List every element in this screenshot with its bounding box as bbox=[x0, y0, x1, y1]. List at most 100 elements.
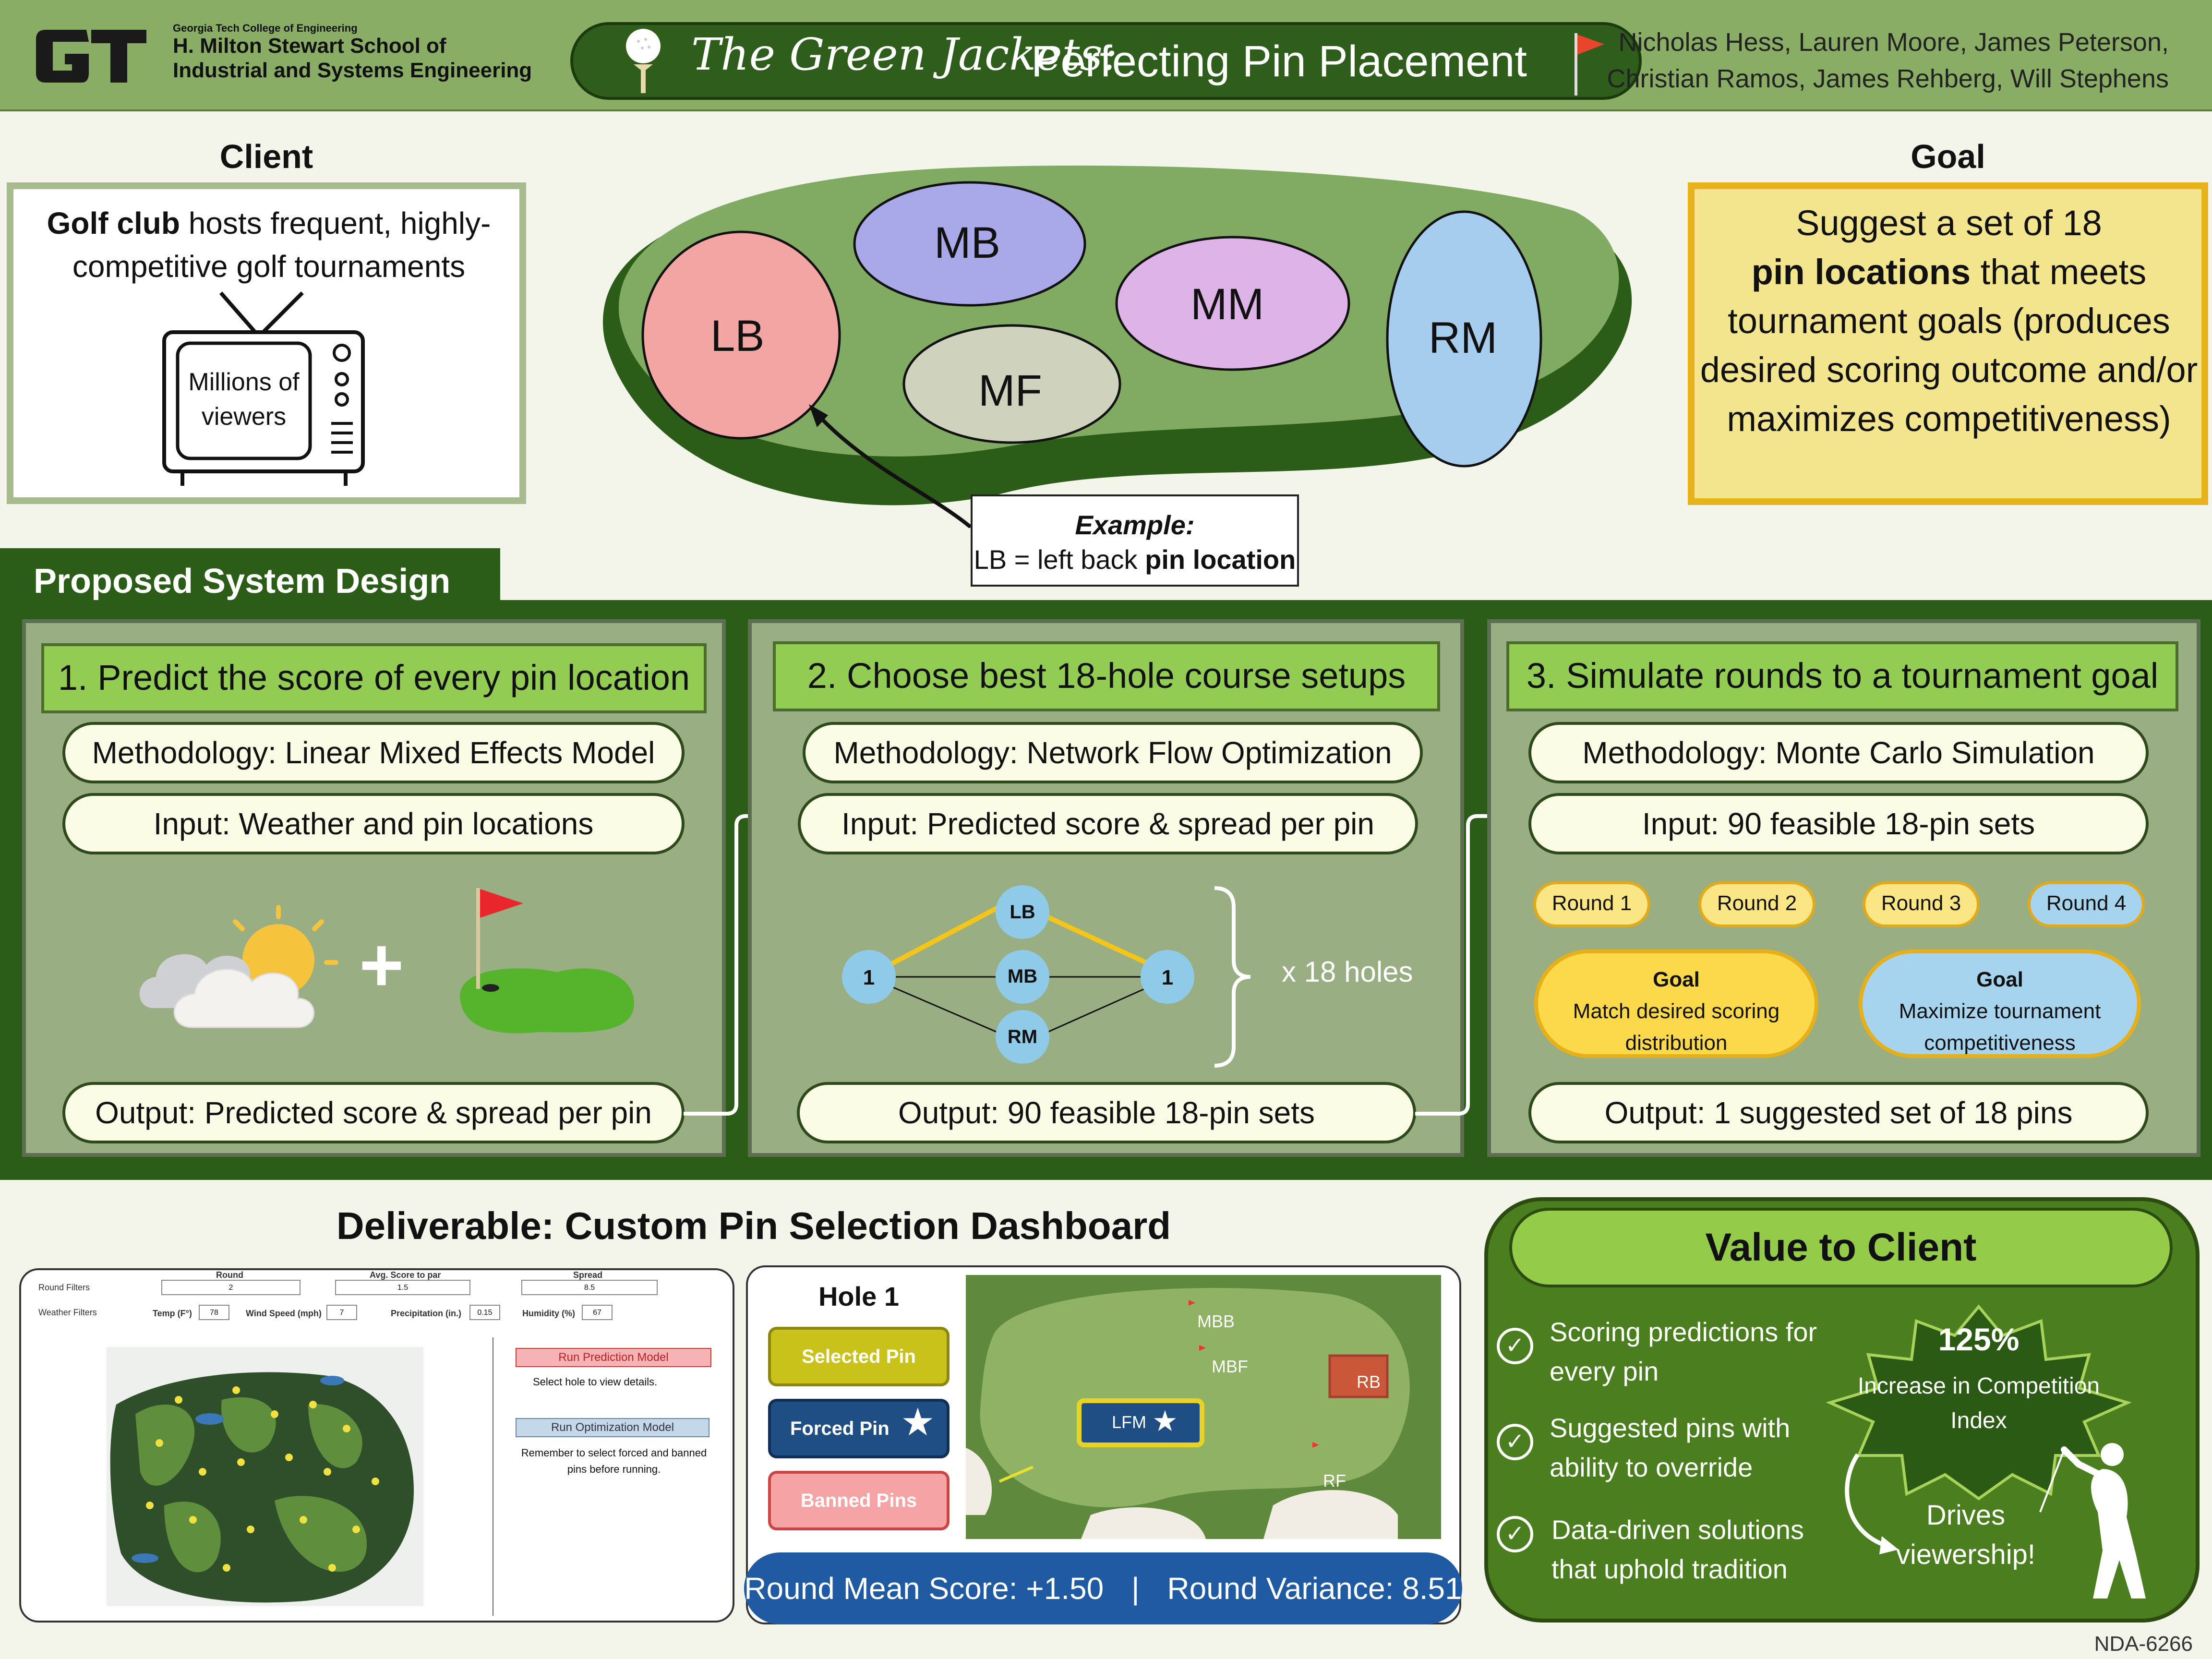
run-optimization-button[interactable]: Run Optimization Model bbox=[516, 1418, 709, 1437]
avg-score-select[interactable]: 1.5 bbox=[335, 1280, 470, 1295]
node-sink: 1 bbox=[1161, 966, 1174, 989]
deliverable-heading: Deliverable: Custom Pin Selection Dashbo… bbox=[336, 1204, 1171, 1247]
panel1-method: Methodology: Linear Mixed Effects Model bbox=[62, 722, 685, 783]
panel3-method: Methodology: Monte Carlo Simulation bbox=[1528, 722, 2149, 783]
goal-a-label: Goal bbox=[1653, 968, 1700, 991]
authors-line2: Christian Ramos, James Rehberg, Will Ste… bbox=[1607, 64, 2169, 93]
goal-line2: that meets tournament goals (produces de… bbox=[1700, 252, 2198, 439]
authors-line1: Nicholas Hess, Lauren Moore, James Peter… bbox=[1618, 28, 2169, 57]
round-filters-label: Round Filters bbox=[38, 1283, 90, 1292]
zone-label-rm: RM bbox=[1429, 313, 1498, 362]
goal-b-label: Goal bbox=[1976, 968, 2023, 991]
spread-select[interactable]: 8.5 bbox=[521, 1280, 658, 1295]
example-def: LB = left back bbox=[974, 544, 1145, 575]
node-lb: LB bbox=[1010, 902, 1035, 923]
client-desc: hosts frequent, highly-competitive golf … bbox=[72, 206, 491, 284]
precip-input[interactable]: 0.15 bbox=[469, 1305, 500, 1320]
tv-text: Millions of viewers bbox=[178, 365, 310, 434]
panel1-input: Input: Weather and pin locations bbox=[62, 793, 685, 854]
round-variance: Round Variance: 8.51 bbox=[1167, 1571, 1462, 1606]
curved-arrow-icon bbox=[1845, 1453, 1899, 1554]
plus-icon: + bbox=[359, 922, 404, 1008]
team-name: The Green Jackets: bbox=[691, 29, 1118, 80]
zone-mm bbox=[1115, 236, 1350, 371]
pin-mbf[interactable]: MBF bbox=[1212, 1357, 1248, 1376]
badge-text: Increase in Competition Index bbox=[1857, 1373, 2100, 1433]
college-name: Georgia Tech College of Engineering bbox=[173, 22, 358, 34]
check-icon: ✓ bbox=[1497, 1516, 1533, 1552]
round-mean: Round Mean Score: +1.50 bbox=[744, 1571, 1104, 1606]
goal-a-text: Match desired scoring distribution bbox=[1573, 999, 1780, 1055]
value-item-2: Suggested pins with ability to override bbox=[1550, 1413, 1791, 1482]
client-bold: Golf club bbox=[47, 206, 180, 240]
repeat-label: x 18 holes bbox=[1282, 956, 1413, 988]
panel2-title: 2. Choose best 18-hole course setups bbox=[773, 641, 1440, 711]
pin-rf[interactable]: RF bbox=[1323, 1471, 1346, 1491]
panel3-title: 3. Simulate rounds to a tournament goal bbox=[1506, 641, 2178, 711]
example-bold: pin location bbox=[1145, 544, 1296, 575]
pin-mbb[interactable]: MBB bbox=[1197, 1311, 1235, 1331]
node-mb: MB bbox=[1007, 966, 1038, 987]
pin-lfm[interactable]: LFM bbox=[1112, 1412, 1146, 1432]
temp-input[interactable]: 78 bbox=[199, 1305, 229, 1320]
authors: Nicholas Hess, Lauren Moore, James Peter… bbox=[1607, 24, 2169, 97]
school-line1: H. Milton Stewart School of bbox=[173, 34, 446, 58]
title-banner bbox=[570, 22, 1642, 100]
panel2-output: Output: 90 feasible 18-pin sets bbox=[797, 1082, 1416, 1143]
zone-label-mm: MM bbox=[1190, 280, 1264, 329]
panel1-title: 1. Predict the score of every pin locati… bbox=[41, 643, 707, 713]
value-item-1: Scoring predictions for every pin bbox=[1550, 1317, 1817, 1386]
goal-b-text: Maximize tournament competitiveness bbox=[1899, 999, 2101, 1055]
weather-icon bbox=[139, 905, 338, 1028]
school-name: Georgia Tech College of Engineering H. M… bbox=[173, 22, 532, 83]
hole-aerial-view[interactable] bbox=[966, 1275, 1441, 1539]
tv-icon bbox=[162, 291, 365, 486]
putting-green-diagram bbox=[602, 165, 1632, 528]
panel1-output: Output: Predicted score & spread per pin bbox=[62, 1082, 685, 1143]
lfm-star-icon: ★ bbox=[1152, 1405, 1178, 1437]
zone-label-mb: MB bbox=[934, 218, 1000, 267]
zone-mf bbox=[902, 324, 1121, 444]
zone-rm bbox=[1386, 210, 1542, 468]
system-design-heading: Proposed System Design bbox=[0, 548, 500, 613]
goal-box bbox=[1688, 182, 2208, 505]
drives-viewership: Drives viewership! bbox=[1896, 1500, 2036, 1570]
zone-mb bbox=[853, 181, 1086, 307]
course-map[interactable] bbox=[107, 1347, 423, 1606]
selected-pin-button[interactable]: Selected Pin bbox=[768, 1327, 950, 1386]
hole-title: Hole 1 bbox=[818, 1281, 900, 1311]
humidity-input[interactable]: 67 bbox=[582, 1305, 613, 1320]
example-text: LB = left back pin location bbox=[973, 542, 1297, 577]
flag-icon bbox=[1575, 33, 1604, 96]
tv-line2: viewers bbox=[201, 403, 287, 431]
precip-label: Precipitation (in.) bbox=[391, 1309, 462, 1318]
banned-pins-button[interactable]: Banned Pins bbox=[768, 1471, 950, 1530]
poster-title: Perfecting Pin Placement bbox=[1031, 37, 1527, 86]
brace-icon bbox=[1214, 886, 1251, 1068]
goal-line1: Suggest a set of 18 bbox=[1796, 203, 2102, 243]
spread-header: Spread bbox=[573, 1270, 603, 1280]
node-source: 1 bbox=[863, 966, 875, 989]
forced-pin-button[interactable]: Forced Pin bbox=[768, 1399, 950, 1458]
zone-label-lb: LB bbox=[710, 312, 765, 361]
avg-score-header: Avg. Score to par bbox=[370, 1270, 441, 1280]
round-stats-bar: Round Mean Score: +1.50 | Round Variance… bbox=[744, 1552, 1462, 1624]
gt-logo-icon bbox=[36, 30, 146, 83]
round-select[interactable]: 2 bbox=[161, 1280, 301, 1295]
round-1: Round 1 bbox=[1533, 881, 1650, 927]
tv-line1: Millions of bbox=[188, 368, 300, 396]
goal-heading: Goal bbox=[1911, 138, 1985, 175]
run-prediction-button[interactable]: Run Prediction Model bbox=[516, 1348, 711, 1367]
stats-separator: | bbox=[1131, 1571, 1140, 1606]
client-text: Golf club hosts frequent, highly-competi… bbox=[19, 202, 518, 288]
panel2-input: Input: Predicted score & spread per pin bbox=[798, 793, 1418, 854]
humidity-label: Humidity (%) bbox=[522, 1309, 575, 1318]
node-rm: RM bbox=[1007, 1026, 1038, 1047]
pin-rb[interactable]: RB bbox=[1357, 1372, 1381, 1392]
zone-lb bbox=[641, 230, 841, 440]
round-2: Round 2 bbox=[1698, 881, 1815, 927]
round-header: Round bbox=[216, 1270, 243, 1280]
value-item-3: Data-driven solutions that uphold tradit… bbox=[1551, 1515, 1804, 1584]
panel2-method: Methodology: Network Flow Optimization bbox=[803, 722, 1423, 783]
wind-input[interactable]: 7 bbox=[326, 1305, 357, 1320]
